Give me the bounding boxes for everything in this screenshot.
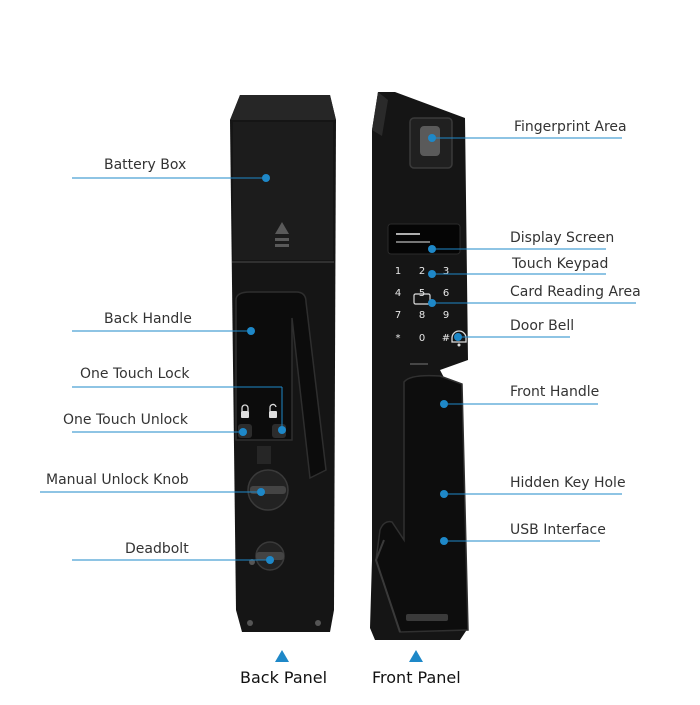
keypad-key: 0 (419, 333, 425, 344)
front-bottom-slot (406, 614, 448, 621)
card-reading-area (413, 293, 431, 305)
unlock-symbol-icon (269, 403, 277, 418)
callout-manual-unlock-knob-dot (257, 488, 265, 496)
label-hidden-key-hole: Hidden Key Hole (510, 475, 626, 491)
eject-icon (275, 222, 289, 247)
back-handle-shape (235, 291, 327, 480)
back-panel-marker (275, 650, 289, 662)
callout-battery-box-dot (262, 174, 270, 182)
label-one-touch-lock: One Touch Lock (80, 366, 190, 382)
keypad-key: 3 (443, 266, 449, 277)
label-deadbolt: Deadbolt (125, 541, 189, 557)
keypad-key: 9 (443, 310, 449, 321)
back-panel (230, 95, 336, 632)
label-card-reading-area: Card Reading Area (510, 284, 641, 300)
callout-back-handle-dot (247, 327, 255, 335)
callout-door-bell-dot (454, 333, 462, 341)
keypad-key: 1 (395, 266, 401, 277)
door-bell-icon (451, 330, 467, 347)
keypad-key: 4 (395, 288, 401, 299)
callout-card-reading-area-dot (428, 299, 436, 307)
display-screen (387, 223, 461, 255)
label-door-bell: Door Bell (510, 318, 575, 334)
keypad-key: 2 (419, 266, 425, 277)
callout-front-handle-dot (440, 400, 448, 408)
back-panel-top-bevel (230, 95, 336, 120)
label-battery-box: Battery Box (104, 157, 187, 173)
label-front-handle: Front Handle (510, 384, 600, 400)
callout-fingerprint-area-dot (428, 134, 436, 142)
caption-front-panel: Front Panel (372, 668, 461, 687)
front-panel-marker (409, 650, 423, 662)
back-screw-left (247, 620, 253, 626)
callout-one-touch-lock-dot (278, 426, 286, 434)
callout-display-screen-dot (428, 245, 436, 253)
keypad-key: 7 (395, 310, 401, 321)
label-one-touch-unlock: One Touch Unlock (63, 412, 188, 428)
keypad-key: 8 (419, 310, 425, 321)
front-handle-edge (374, 539, 401, 633)
callout-one-touch-unlock-dot (239, 428, 247, 436)
label-back-handle: Back Handle (104, 311, 192, 327)
lock-symbol-icon (241, 404, 249, 418)
manual-unlock-knob-grip (250, 486, 286, 494)
callout-lines (40, 134, 636, 564)
battery-box (233, 122, 333, 260)
callout-touch-keypad-dot (428, 270, 436, 278)
back-screw-right (315, 620, 321, 626)
label-touch-keypad: Touch Keypad (512, 256, 609, 272)
keypad-key: 6 (443, 288, 449, 299)
label-fingerprint-area: Fingerprint Area (514, 119, 627, 135)
label-display-screen: Display Screen (510, 230, 615, 246)
callout-deadbolt-dot (266, 556, 274, 564)
front-panel-side (372, 92, 388, 136)
caption-back-panel: Back Panel (240, 668, 328, 687)
knob-slot (257, 446, 271, 464)
callout-usb-interface-dot (440, 537, 448, 545)
label-usb-interface: USB Interface (510, 522, 606, 538)
keypad-key: # (442, 333, 450, 344)
callout-hidden-key-hole-dot (440, 490, 448, 498)
keypad-key: * (396, 333, 401, 344)
label-manual-unlock-knob: Manual Unlock Knob (46, 472, 189, 488)
